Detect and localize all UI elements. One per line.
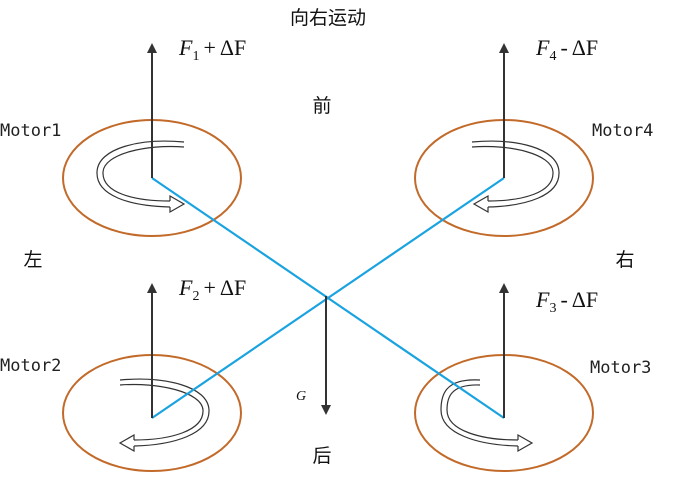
force-label-1: F1+ΔF: [178, 35, 246, 64]
motor4-label: Motor4: [592, 121, 653, 141]
direction-back: 后: [312, 445, 331, 467]
motor2-label: Motor2: [0, 356, 61, 376]
direction-left: 左: [23, 249, 42, 271]
direction-front: 前: [312, 95, 331, 117]
motor1-label: Motor1: [0, 121, 61, 141]
rotation-arrow-icon: [96, 140, 186, 214]
rotation-arrow-icon: [471, 140, 560, 214]
title: 向右运动: [290, 7, 366, 29]
rotation-arrow-icon: [440, 379, 534, 453]
rotation-arrow-icon: [118, 378, 210, 453]
direction-right: 右: [615, 249, 634, 271]
force-label-4: F4-ΔF: [535, 35, 598, 64]
gravity-label: G: [296, 389, 306, 404]
motor3-label: Motor3: [590, 358, 651, 378]
force-label-3: F3-ΔF: [535, 287, 598, 316]
frame-arm-2: [151, 177, 505, 419]
force-label-2: F2+ΔF: [178, 275, 246, 304]
